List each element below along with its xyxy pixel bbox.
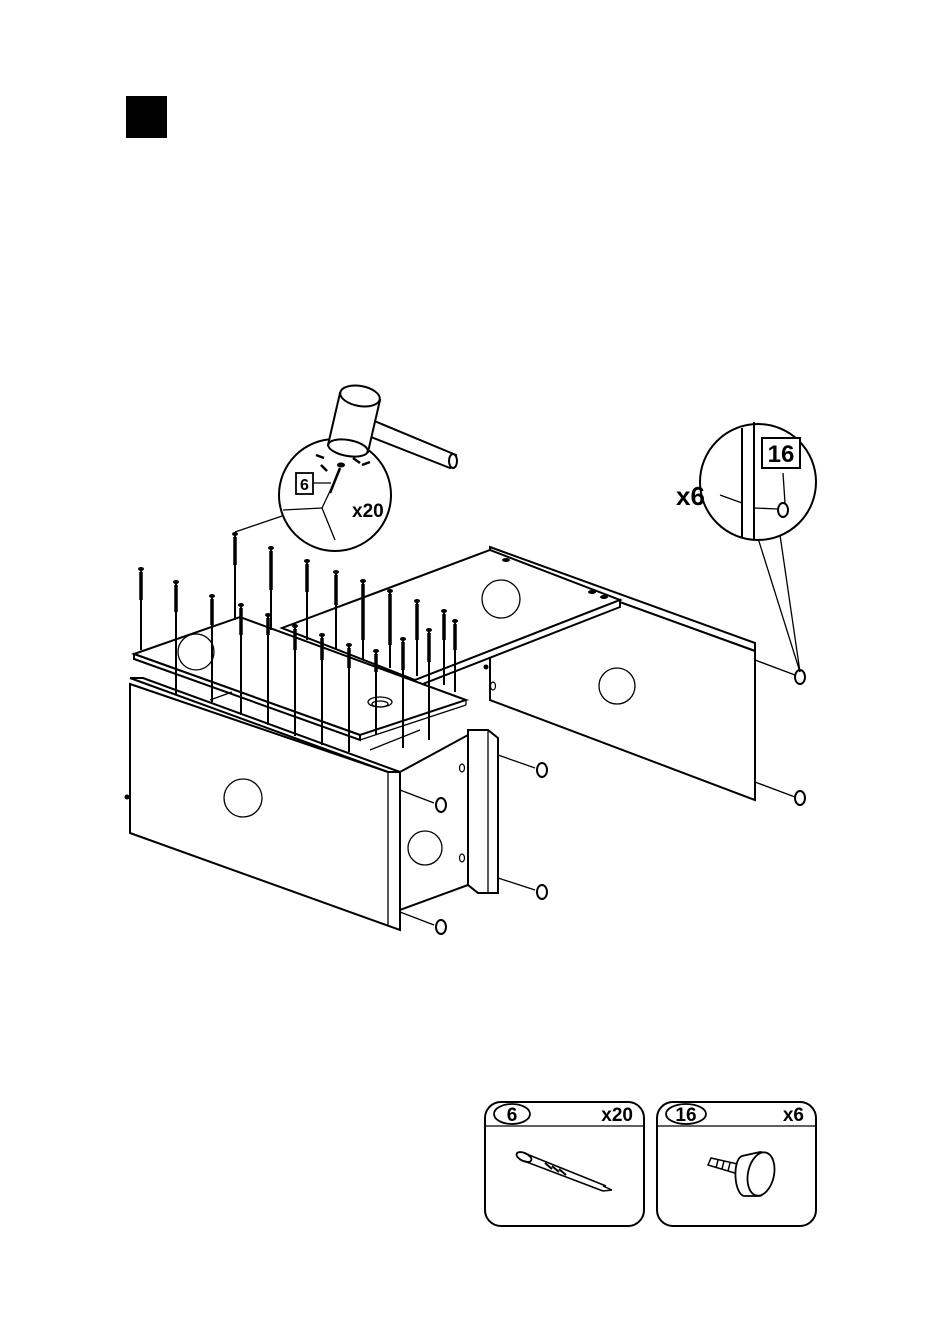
parts-legend-item-peg: 16 x6 <box>657 1102 816 1226</box>
nail-detail-quantity: x20 <box>352 501 384 522</box>
legend-nail-part-number: 6 <box>507 1105 518 1126</box>
peg-detail-part-number: 16 <box>768 441 795 468</box>
legend-peg-quantity: x6 <box>783 1105 804 1126</box>
nail-detail-part-number: 6 <box>300 477 309 494</box>
inner-divider-panel <box>400 730 498 910</box>
legend-nail-quantity: x20 <box>601 1105 633 1126</box>
parts-legend: 6 x20 16 x6 <box>485 1102 816 1226</box>
legend-peg-part-number: 16 <box>675 1105 696 1126</box>
hammer-icon <box>327 383 457 468</box>
nail-detail-callout: 6 x20 <box>235 439 391 551</box>
peg-detail-quantity: x6 <box>676 481 705 511</box>
parts-legend-item-nail: 6 x20 <box>485 1102 644 1226</box>
step-marker <box>126 96 167 138</box>
